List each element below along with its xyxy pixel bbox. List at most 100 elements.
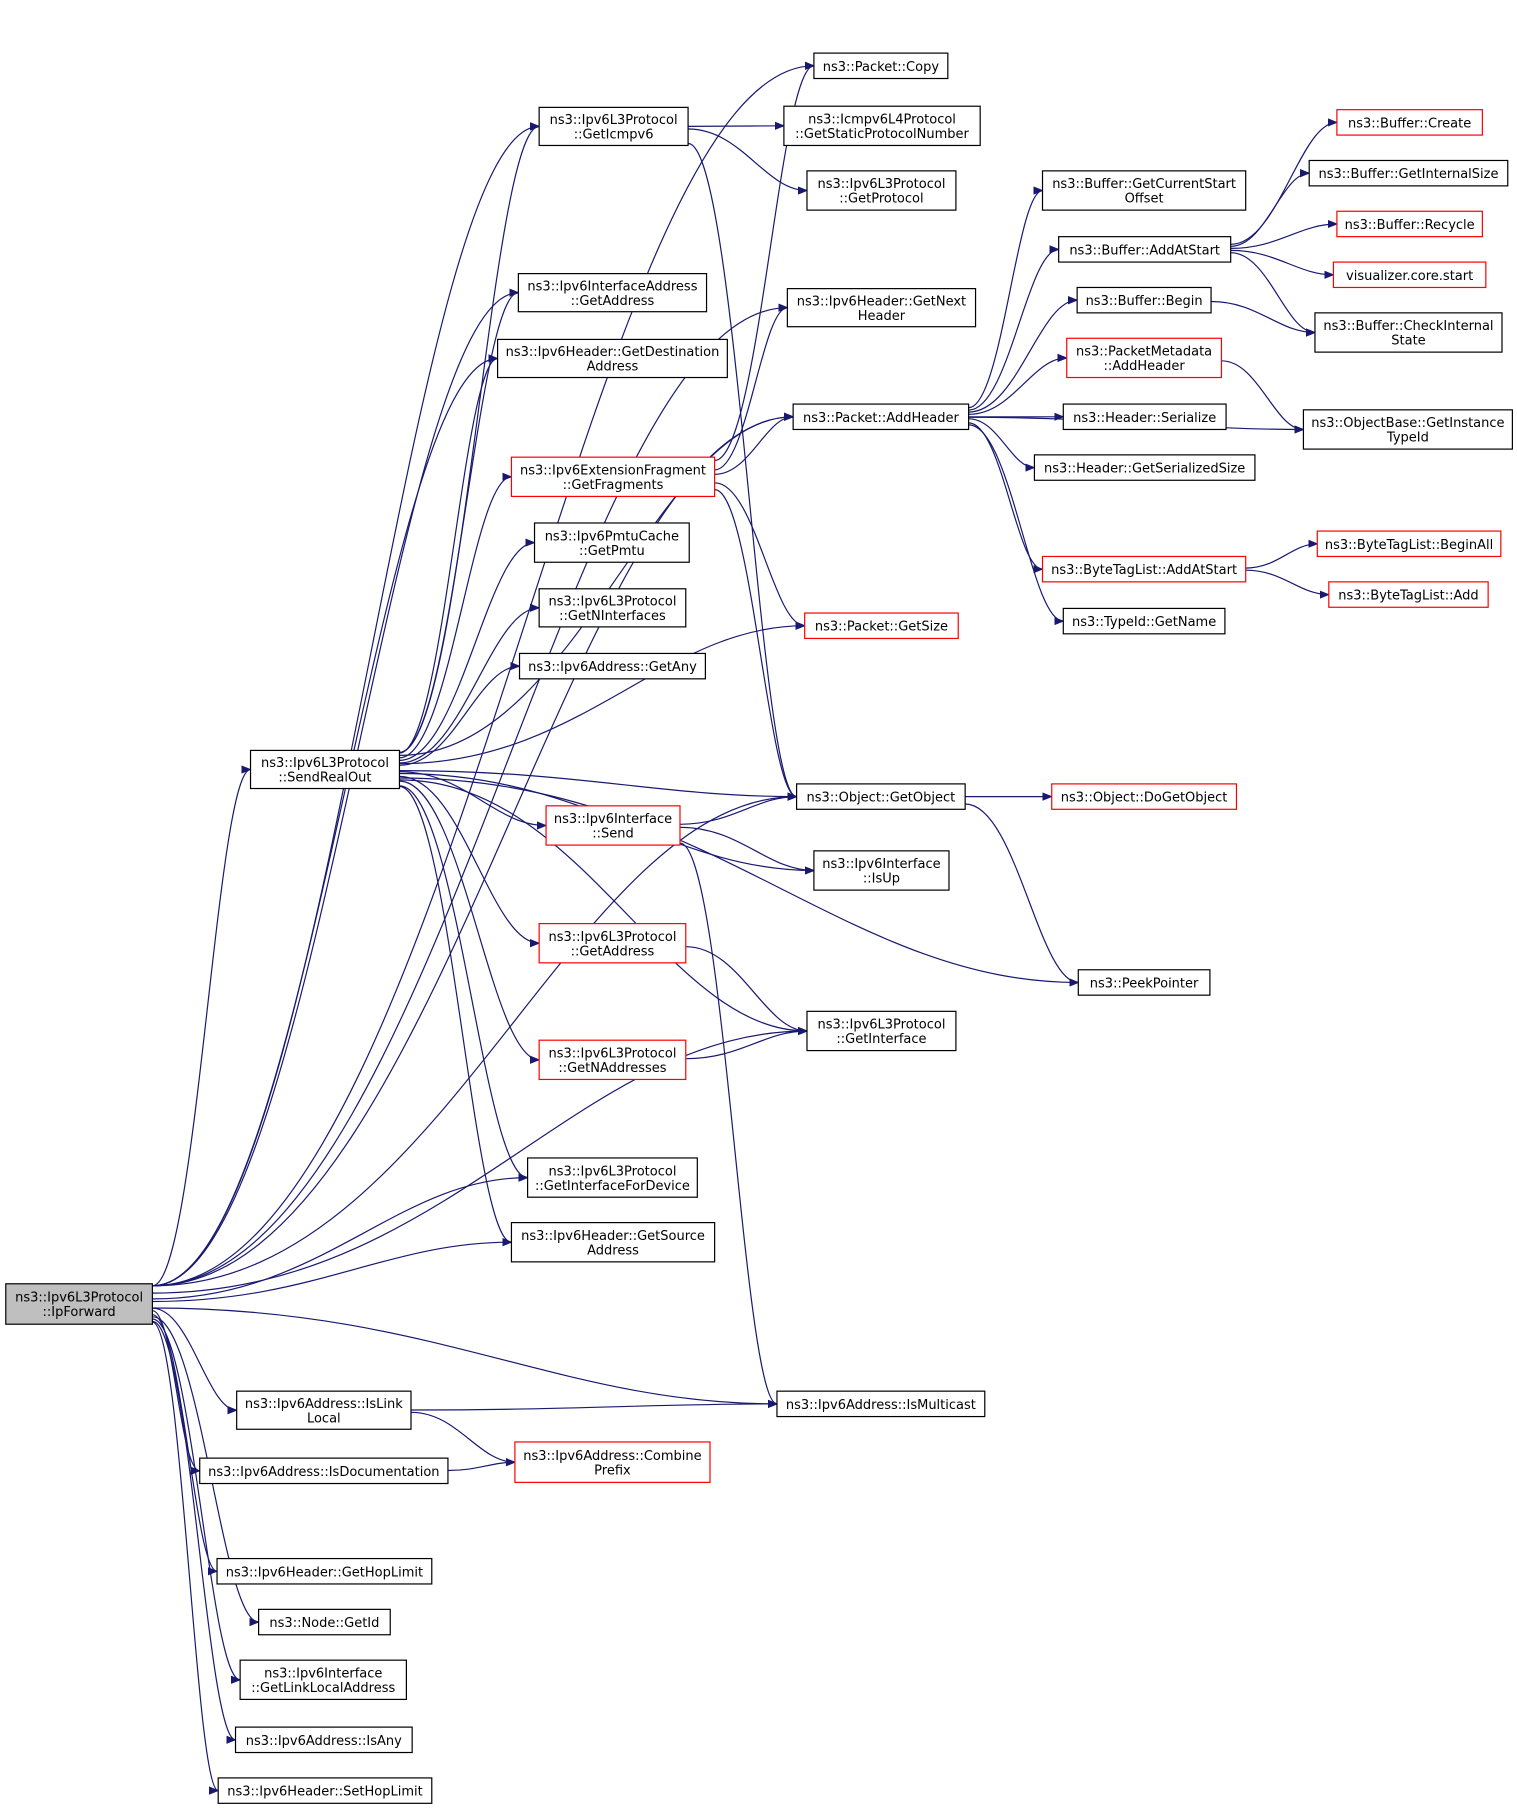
- node-label: ns3::Ipv6L3Protocol: [15, 1291, 143, 1306]
- node-box: [1336, 109, 1483, 136]
- edge-ipforward-to-sendrealout: [152, 770, 251, 1287]
- node-node-getid[interactable]: ns3::Node::GetId: [258, 1608, 391, 1636]
- node-extfrag-getfragments[interactable]: ns3::Ipv6ExtensionFragment::GetFragments: [510, 456, 716, 498]
- node-pmtu-getpmtu[interactable]: ns3::Ipv6PmtuCache::GetPmtu: [533, 522, 690, 563]
- node-box: [216, 1557, 433, 1585]
- node-box: [249, 749, 401, 790]
- node-ipforward[interactable]: ns3::Ipv6L3Protocol::IpForward: [5, 1283, 153, 1325]
- node-iface-send[interactable]: ns3::Ipv6Interface::Send: [545, 805, 681, 846]
- edge-ipforward-to-packet-copy: [152, 66, 814, 1287]
- node-box: [813, 52, 949, 80]
- node-packet-addheader[interactable]: ns3::Packet::AddHeader: [792, 403, 970, 431]
- node-peekpointer[interactable]: ns3::PeekPointer: [1077, 969, 1211, 996]
- node-box: [783, 105, 981, 147]
- node-box: [1062, 607, 1226, 635]
- node-label: ns3::Ipv6Header::GetHopLimit: [226, 1565, 423, 1580]
- node-packet-getsize[interactable]: ns3::Packet::GetSize: [804, 612, 959, 640]
- node-btl-add[interactable]: ns3::ByteTagList::Add: [1328, 581, 1489, 608]
- edge-packet-addheader-to-typeid-getname: [968, 424, 1064, 621]
- node-btl-addatstart[interactable]: ns3::ByteTagList::AddAtStart: [1041, 555, 1247, 583]
- node-object-dogetobject[interactable]: ns3::Object::DoGetObject: [1051, 783, 1238, 810]
- node-l3-getnaddresses[interactable]: ns3::Ipv6L3Protocol::GetNAddresses: [538, 1039, 687, 1081]
- node-box: [795, 783, 966, 810]
- node-box: [199, 1457, 449, 1485]
- node-box: [1332, 261, 1487, 289]
- node-typeid-getname[interactable]: ns3::TypeId::GetName: [1062, 607, 1226, 635]
- node-pm-addheader[interactable]: ns3::PacketMetadata::AddHeader: [1066, 337, 1223, 379]
- node-buf-getinternalsize[interactable]: ns3::Buffer::GetInternalSize: [1308, 159, 1509, 187]
- node-label: ns3::Ipv6L3Protocol: [817, 1018, 945, 1033]
- node-box: [538, 588, 687, 628]
- node-header-serialize[interactable]: ns3::Header::Serialize: [1062, 403, 1227, 431]
- edge-extfrag-getfragments-to-hdr-getnext: [714, 308, 788, 471]
- edge-packet-addheader-to-buf-begin: [968, 300, 1078, 413]
- node-l3-getinterfacefordevice[interactable]: ns3::Ipv6L3Protocol::GetInterfaceForDevi…: [527, 1157, 698, 1198]
- node-icmp-getstatic[interactable]: ns3::Icmpv6L4Protocol::GetStaticProtocol…: [783, 105, 981, 147]
- node-box: [1066, 337, 1223, 379]
- node-iface-getlinklocal[interactable]: ns3::Ipv6Interface::GetLinkLocalAddress: [239, 1659, 407, 1701]
- node-addr-ismulticast[interactable]: ns3::Ipv6Address::IsMulticast: [776, 1390, 986, 1418]
- node-addr-isany[interactable]: ns3::Ipv6Address::IsAny: [234, 1726, 413, 1754]
- node-hdr-gethoplimit[interactable]: ns3::Ipv6Header::GetHopLimit: [216, 1557, 433, 1585]
- node-object-getobject[interactable]: ns3::Object::GetObject: [795, 783, 966, 810]
- node-label: ns3::Buffer::Begin: [1086, 294, 1203, 309]
- node-box: [217, 1777, 433, 1804]
- node-label: State: [1391, 334, 1425, 349]
- node-vis-start[interactable]: visualizer.core.start: [1332, 261, 1487, 289]
- node-addr-getany[interactable]: ns3::Ipv6Address::GetAny: [518, 652, 706, 680]
- edge-ipforward-to-l3-getinterfacefordevice: [152, 1178, 527, 1300]
- edge-ipforward-to-object-getobject: [152, 797, 796, 1287]
- node-hdr-sethoplimit[interactable]: ns3::Ipv6Header::SetHopLimit: [217, 1777, 433, 1804]
- node-header-getserializedsize[interactable]: ns3::Header::GetSerializedSize: [1033, 454, 1256, 481]
- node-label: ::GetPmtu: [579, 544, 645, 559]
- node-buf-recycle[interactable]: ns3::Buffer::Recycle: [1336, 210, 1483, 238]
- node-label: ns3::Buffer::GetCurrentStart: [1052, 177, 1236, 192]
- edge-ipforward-to-addr-isany: [152, 1320, 236, 1739]
- node-label: Address: [587, 360, 639, 375]
- node-ifaddr-getaddress[interactable]: ns3::Ipv6InterfaceAddress::GetAddress: [517, 273, 708, 313]
- node-label: ns3::Buffer::GetInternalSize: [1318, 167, 1498, 182]
- node-l3-getaddress[interactable]: ns3::Ipv6L3Protocol::GetAddress: [538, 922, 687, 964]
- node-buf-create[interactable]: ns3::Buffer::Create: [1336, 109, 1483, 136]
- edge-extfrag-getfragments-to-packet-copy: [714, 66, 815, 461]
- node-label: ::GetLinkLocalAddress: [251, 1681, 395, 1696]
- node-box: [234, 1726, 413, 1754]
- node-label: ns3::Ipv6Header::GetNext: [797, 294, 966, 309]
- edge-btl-addatstart-to-btl-beginall: [1245, 544, 1318, 569]
- node-label: ::IsUp: [863, 872, 900, 887]
- node-label: ns3::Packet::Copy: [823, 60, 940, 75]
- node-iface-isup[interactable]: ns3::Ipv6Interface::IsUp: [813, 850, 950, 891]
- node-btl-beginall[interactable]: ns3::ByteTagList::BeginAll: [1316, 530, 1502, 558]
- node-box: [804, 612, 959, 640]
- node-geticmpv6[interactable]: ns3::Ipv6L3Protocol::GetIcmpv6: [538, 106, 689, 147]
- node-l3-getprotocol[interactable]: ns3::Ipv6L3Protocol::GetProtocol: [806, 170, 957, 211]
- node-label: ns3::Ipv6Address::IsAny: [246, 1734, 402, 1749]
- node-addr-isdocumentation[interactable]: ns3::Ipv6Address::IsDocumentation: [199, 1457, 449, 1485]
- node-packet-copy[interactable]: ns3::Packet::Copy: [813, 52, 949, 80]
- node-box: [806, 170, 957, 211]
- node-box: [517, 273, 708, 313]
- node-l3-getninterfaces[interactable]: ns3::Ipv6L3Protocol::GetNInterfaces: [538, 588, 687, 628]
- edge-extfrag-getfragments-to-object-getobject: [714, 489, 797, 797]
- node-box: [1328, 581, 1489, 608]
- node-label: ns3::Ipv6Address::GetAny: [528, 660, 697, 675]
- edge-iface-send-to-iface-isup: [679, 826, 814, 870]
- edge-ipforward-to-hdr-sethoplimit: [152, 1321, 219, 1790]
- node-label: ns3::Ipv6L3Protocol: [548, 930, 676, 945]
- node-label: ::GetAddress: [571, 944, 655, 959]
- node-l3-getinterface[interactable]: ns3::Ipv6L3Protocol::GetInterface: [806, 1010, 957, 1052]
- node-box: [786, 288, 977, 328]
- node-box: [806, 1010, 957, 1052]
- node-buf-addatstart[interactable]: ns3::Buffer::AddAtStart: [1058, 236, 1232, 263]
- node-buf-begin[interactable]: ns3::Buffer::Begin: [1076, 286, 1212, 314]
- node-sendrealout[interactable]: ns3::Ipv6L3Protocol::SendRealOut: [249, 749, 401, 790]
